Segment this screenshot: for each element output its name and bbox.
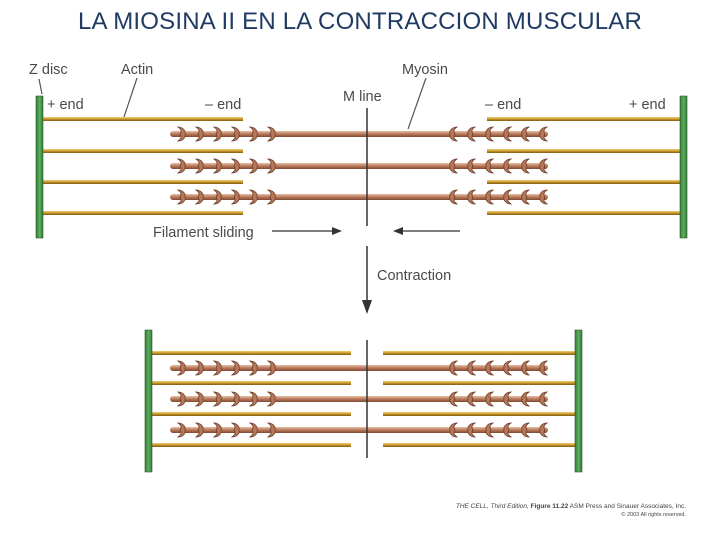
m-line-label: M line [343, 89, 382, 105]
plus-end-right-label: + end [629, 97, 666, 113]
z-disc-right-contracted [574, 329, 583, 473]
figure-credit-line1: THE CELL, Third Edition, Figure 11.22 AS… [456, 503, 686, 510]
z-disc-label: Z disc [29, 62, 68, 78]
sliding-arrow-left [393, 227, 460, 235]
minus-end-left-label: – end [205, 97, 241, 113]
plus-end-left-label: + end [47, 97, 84, 113]
minus-end-right-label: – end [485, 97, 521, 113]
label-pointers [38, 77, 427, 130]
relaxed-sarcomere [35, 95, 688, 239]
z-disc-right-relaxed [679, 95, 688, 239]
myosin-filaments-relaxed [170, 126, 548, 205]
filament-sliding-label: Filament sliding [153, 225, 254, 241]
credit-figure: Figure 11.22 [529, 503, 569, 510]
figure-credit-line2: © 2003 All rights reserved. [621, 511, 686, 518]
actin-filaments-contracted [151, 351, 576, 447]
sliding-arrow-right [272, 227, 342, 235]
contracted-sarcomere [144, 329, 583, 473]
slide-title: LA MIOSINA II EN LA CONTRACCION MUSCULAR [77, 8, 643, 35]
contraction-label: Contraction [377, 268, 451, 284]
myosin-label: Myosin [402, 62, 448, 78]
z-disc-left-contracted [144, 329, 153, 473]
myosin-filaments-contracted [170, 360, 548, 438]
actin-filaments-relaxed [43, 117, 680, 215]
actin-label: Actin [121, 62, 153, 78]
contraction-arrow [362, 246, 372, 314]
credit-book: THE CELL, Third Edition, [456, 503, 529, 510]
z-disc-left-relaxed [35, 95, 44, 239]
credit-publisher: ASM Press and Sinauer Associates, Inc. [568, 503, 686, 510]
